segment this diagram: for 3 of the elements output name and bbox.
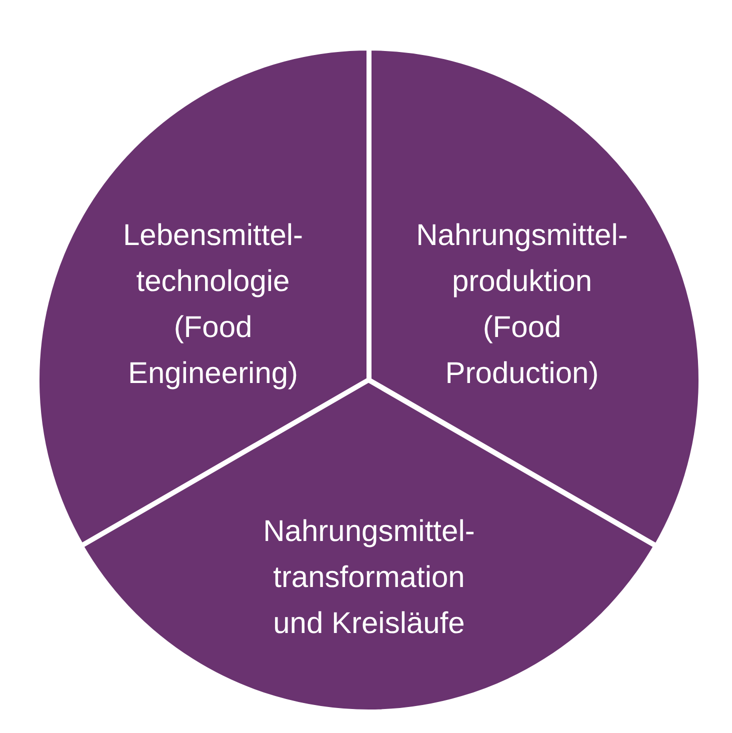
sector-label: Nahrungsmittel- produktion (Food Production)	[416, 218, 628, 392]
sector-label: Lebensmittel- technologie (Food Engineering)	[122, 218, 304, 392]
sector-label: Nahrungsmittel- transformation und Kreisläufe	[263, 514, 475, 642]
